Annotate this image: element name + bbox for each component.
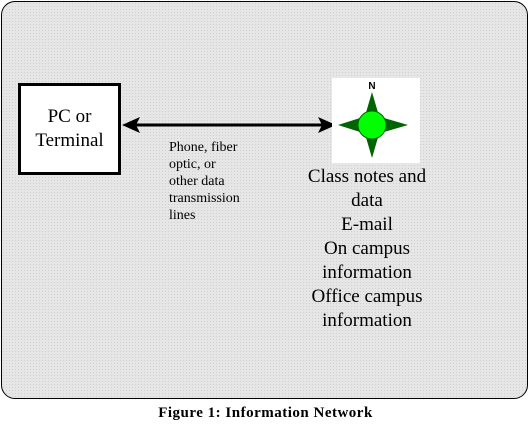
compass-point-south xyxy=(365,134,379,158)
pc-terminal-label-line2: Terminal xyxy=(35,130,104,151)
compass-icon: N xyxy=(338,81,408,158)
service-line: data xyxy=(351,190,383,211)
pc-terminal-node: PC or Terminal xyxy=(18,83,121,175)
link-label: Phone, fiber optic, or other data transm… xyxy=(169,139,279,224)
service-line: E-mail xyxy=(341,214,393,235)
link-label-line: transmission xyxy=(169,191,240,206)
compass-point-north xyxy=(365,92,379,116)
service-line: information xyxy=(322,262,412,283)
arrowhead-left xyxy=(122,117,140,133)
service-line: information xyxy=(322,310,412,331)
arrowhead-right xyxy=(318,117,336,133)
compass-point-west xyxy=(338,118,360,132)
data-link-arrow xyxy=(122,117,336,133)
service-line: Class notes and xyxy=(307,166,427,187)
link-label-line: Phone, fiber xyxy=(169,140,238,155)
compass-point-east xyxy=(384,118,408,132)
hub-services-list: Class notes and data E-mail On campus in… xyxy=(292,165,442,333)
link-label-line: optic, or xyxy=(169,157,216,172)
service-line: On campus xyxy=(323,238,410,259)
pc-terminal-label-line1: PC or xyxy=(47,106,92,127)
network-hub-node: N xyxy=(332,78,420,163)
compass-center xyxy=(357,110,387,140)
compass-north-label: N xyxy=(368,81,375,92)
diagram-panel: PC or Terminal Phone, fiber optic, or ot… xyxy=(1,1,528,399)
link-label-line: lines xyxy=(169,208,196,223)
figure-caption: Figure 1: Information Network xyxy=(158,405,373,421)
link-label-line: other data xyxy=(169,174,225,189)
service-line: Office campus xyxy=(311,286,423,307)
